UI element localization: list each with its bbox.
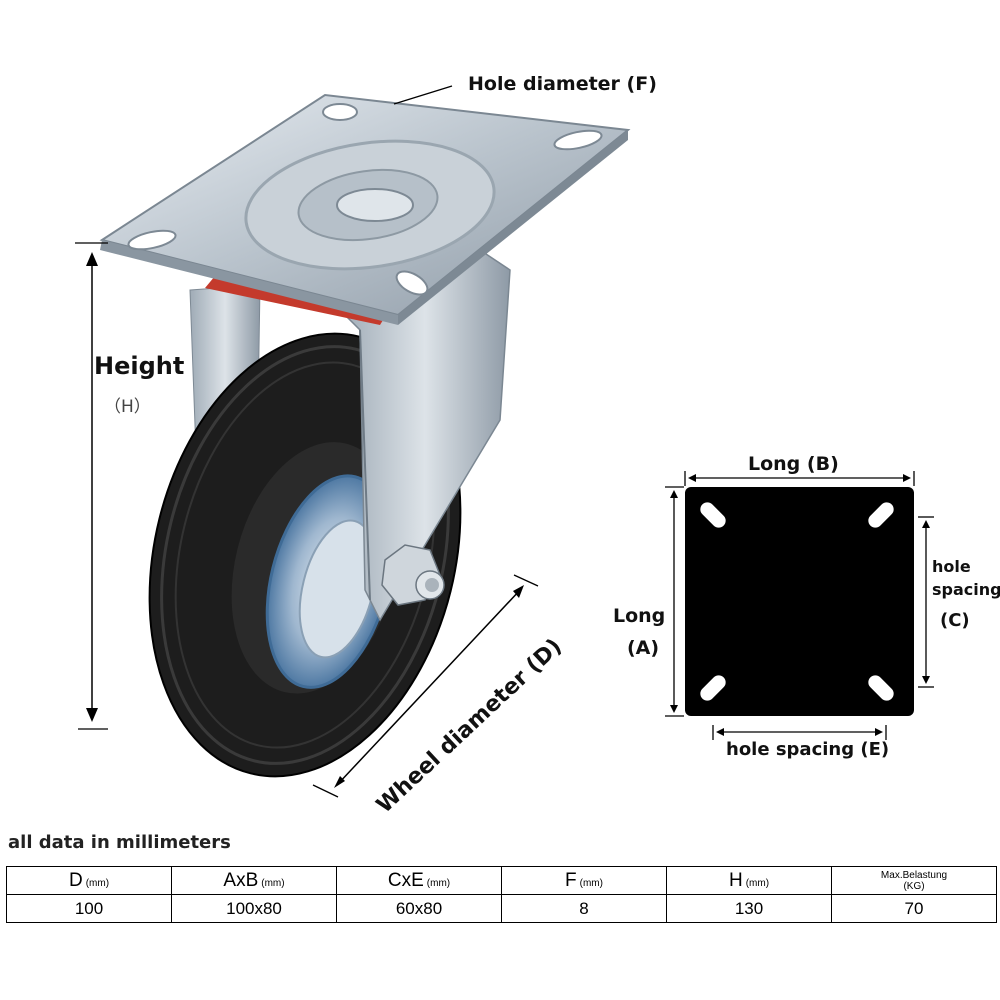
plate-hole	[395, 270, 429, 296]
fork-front	[338, 249, 511, 622]
plate-slot	[700, 675, 726, 701]
plate-slot	[700, 502, 726, 528]
header-axb: AxB(mm)	[171, 866, 337, 895]
spec-table-value-row: 100 100x80 60x80 8 130 70	[6, 894, 997, 923]
hole-spacing-e-arrow	[712, 725, 887, 740]
long-a-arrow	[665, 486, 684, 717]
long-a-label-line2: (A)	[627, 637, 660, 659]
value-cxe: 60x80	[336, 894, 502, 923]
header-cxe: CxE(mm)	[336, 866, 502, 895]
height-letter-label: （H）	[104, 397, 151, 417]
value-f: 8	[501, 894, 667, 923]
header-h: H(mm)	[666, 866, 832, 895]
hole-spacing-e-label: hole spacing (E)	[726, 739, 890, 760]
hole-diameter-label: Hole diameter (F)	[468, 73, 657, 95]
spec-table: D(mm) AxB(mm) CxE(mm) F(mm) H(mm) Max.Be…	[6, 866, 997, 923]
value-d: 100	[6, 894, 172, 923]
header-f: F(mm)	[501, 866, 667, 895]
plate-hole	[553, 129, 603, 151]
hole-spacing-c-label-line3: (C)	[940, 610, 970, 631]
mounting-plate	[685, 487, 914, 716]
height-label: Height	[94, 352, 185, 380]
spec-table-header-row: D(mm) AxB(mm) CxE(mm) F(mm) H(mm) Max.Be…	[6, 866, 997, 895]
value-h: 130	[666, 894, 832, 923]
height-arrow	[75, 242, 108, 730]
long-b-arrow	[684, 471, 915, 486]
units-note: all data in millimeters	[8, 832, 231, 853]
wheel-diameter-arrow	[312, 574, 539, 798]
value-axb: 100x80	[171, 894, 337, 923]
plate-slot	[868, 502, 894, 528]
header-max-load: Max.Belastung(KG)	[831, 866, 997, 895]
wheel	[148, 332, 462, 778]
header-d: D(mm)	[6, 866, 172, 895]
top-plate	[99, 93, 631, 325]
axle-nut	[381, 544, 445, 606]
hole-spacing-c-label-line1: hole	[932, 557, 971, 576]
hole-spacing-c-arrow	[918, 516, 934, 688]
plate-slot	[868, 675, 894, 701]
plate-hole	[322, 103, 358, 121]
hole-spacing-c-label-line2: spacing	[932, 580, 1000, 599]
plate-hole	[127, 229, 177, 251]
hole-diameter-leader	[393, 85, 453, 105]
value-max-load: 70	[831, 894, 997, 923]
long-a-label-line1: Long	[613, 605, 666, 627]
long-b-label: Long (B)	[748, 453, 839, 475]
